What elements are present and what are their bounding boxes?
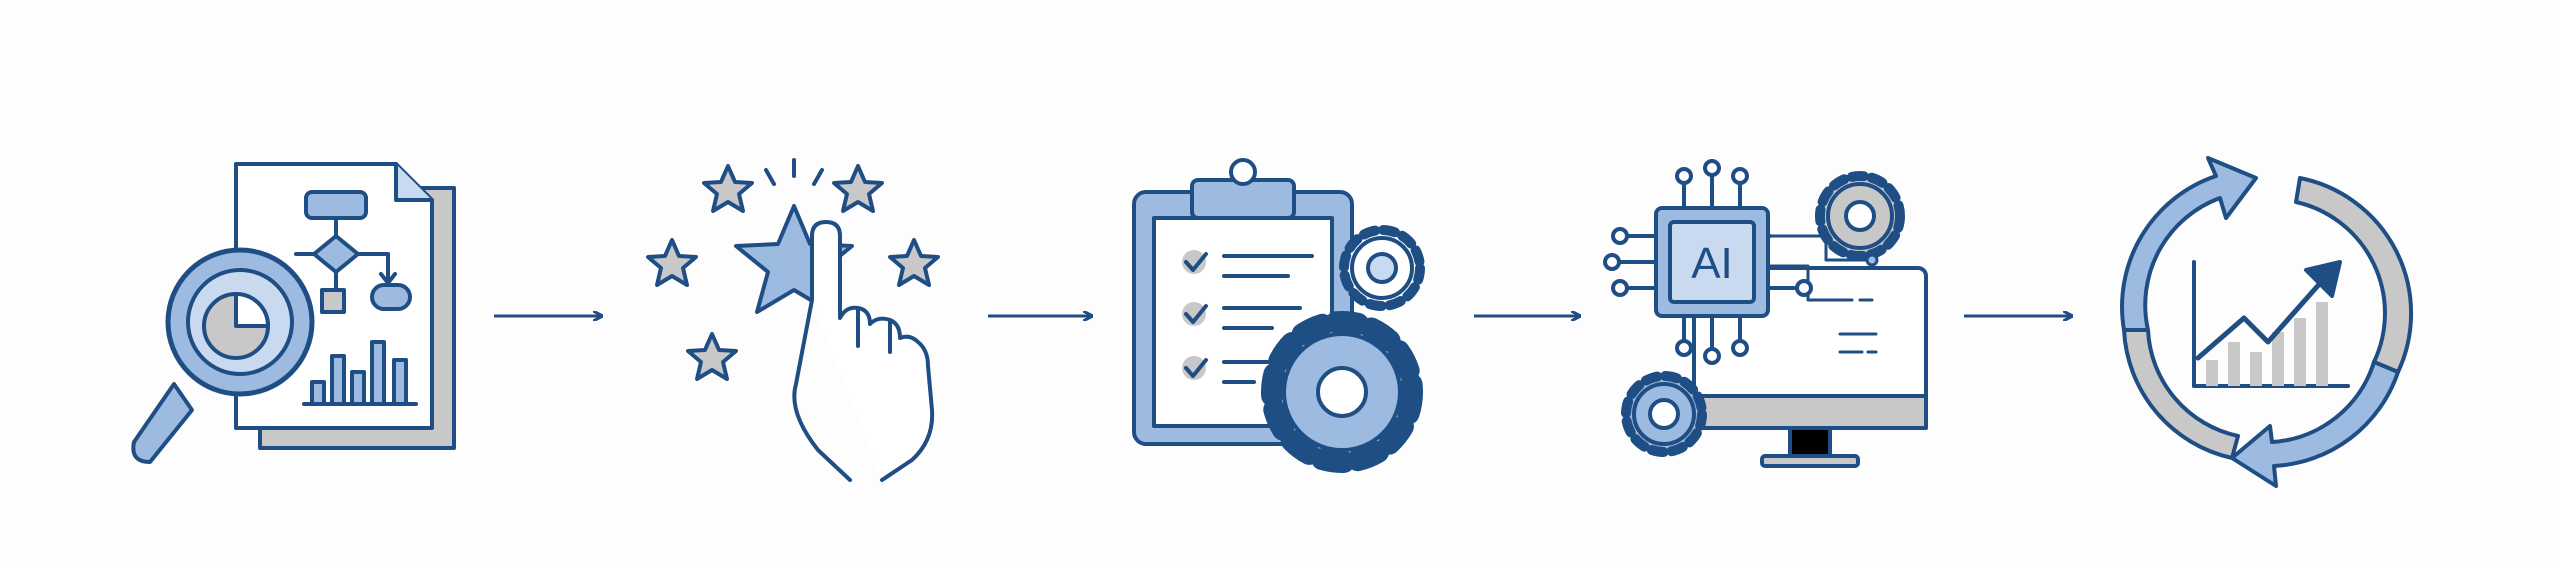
checklist-settings-icon <box>1132 158 1425 473</box>
document-analysis-icon <box>131 162 456 464</box>
ai-chip-label: AI <box>1691 239 1733 288</box>
ai-chip-computer-icon: AI <box>1603 159 1928 468</box>
star-rating-selection-icon <box>646 158 940 482</box>
growth-cycle-icon <box>2120 156 2414 488</box>
